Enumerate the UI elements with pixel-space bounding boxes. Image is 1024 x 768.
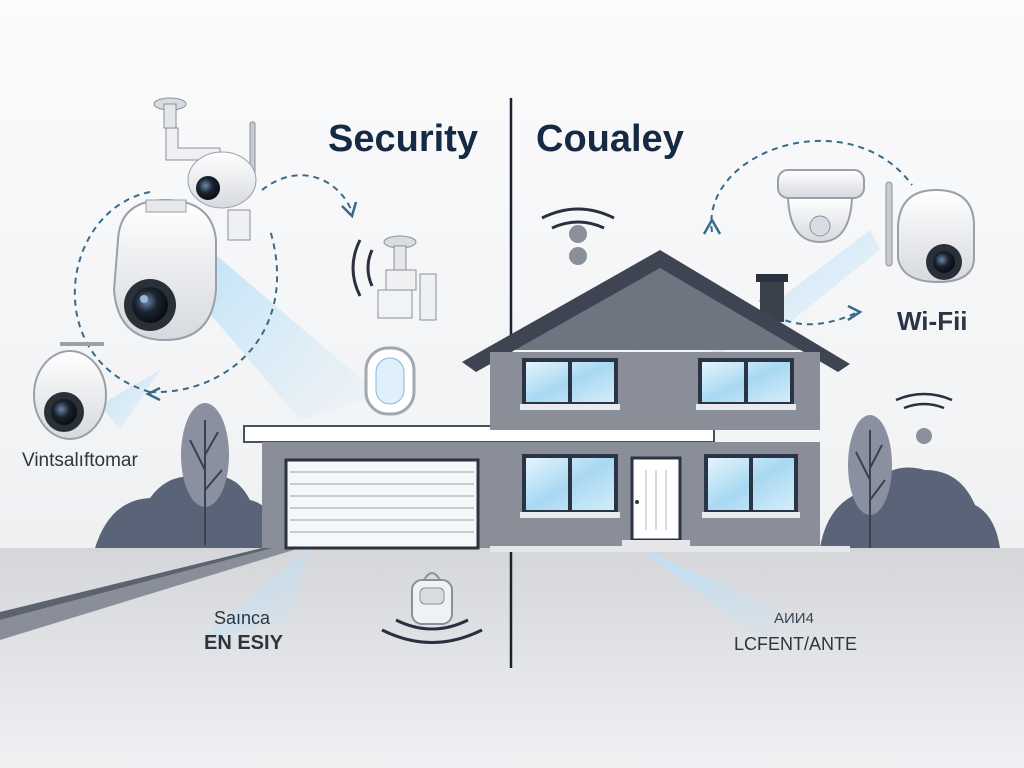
arrow-head-right-up bbox=[702, 217, 722, 235]
tree-right bbox=[848, 415, 892, 548]
bush-left bbox=[95, 476, 282, 548]
title-coualey: Coualey bbox=[536, 118, 684, 160]
tree-left bbox=[181, 403, 229, 545]
security-camera-icon bbox=[112, 97, 257, 342]
dashed-arc-right bbox=[710, 139, 913, 233]
dashed-loop-left bbox=[73, 191, 151, 393]
title-security: Security bbox=[328, 118, 478, 160]
driveway-stripe bbox=[0, 548, 272, 620]
label-wifi: Wi-Fii bbox=[897, 306, 968, 336]
house bbox=[462, 250, 850, 552]
label-left-caption: Vintsalıftomar bbox=[22, 450, 138, 471]
beam-driveway bbox=[200, 548, 310, 640]
arrow-head-top bbox=[341, 201, 358, 219]
beam-entry bbox=[640, 548, 800, 640]
motion-sensor-icon bbox=[351, 235, 437, 321]
dome-camera-icon bbox=[777, 169, 865, 244]
garage bbox=[243, 425, 715, 550]
beam-side-camera bbox=[100, 370, 160, 430]
wifi-signal-icon bbox=[541, 207, 615, 265]
security-camera-icon bbox=[885, 181, 975, 284]
driveway-edge bbox=[0, 548, 300, 640]
label-bottom-right-small: AИИ4 bbox=[774, 610, 814, 627]
label-bottom-left-small: Saınca bbox=[214, 608, 271, 628]
bush-right bbox=[820, 467, 1000, 548]
arrow-head-left bbox=[145, 386, 161, 402]
doorbell-icon bbox=[364, 346, 416, 416]
dome-camera-icon bbox=[33, 342, 107, 440]
smart-lock-icon bbox=[381, 572, 483, 644]
arrow-head-right bbox=[847, 304, 863, 322]
dashed-arc-top bbox=[261, 174, 353, 213]
dashed-loop-left-return bbox=[149, 229, 279, 394]
label-bottom-left-bold: EN ESIY bbox=[204, 632, 283, 654]
wifi-signal-icon bbox=[895, 392, 953, 444]
beam-top-camera bbox=[190, 250, 380, 420]
label-bottom-right-main: LCFENT/ANTE bbox=[734, 634, 858, 654]
